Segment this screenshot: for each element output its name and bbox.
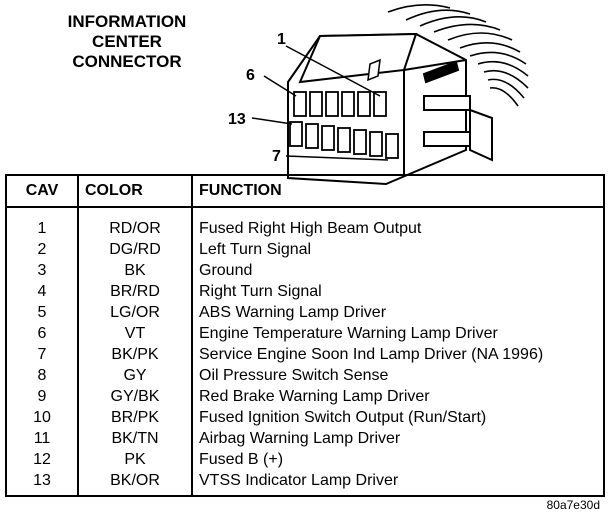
cell-color: BK/OR xyxy=(77,470,193,496)
cell-color: BR/PK xyxy=(77,407,193,428)
cell-function: Fused B (+) xyxy=(191,449,605,470)
table-header-row: CAV COLOR FUNCTION xyxy=(5,174,605,208)
cell-color: BK xyxy=(77,260,193,281)
cell-color: GY/BK xyxy=(77,386,193,407)
cell-function: Right Turn Signal xyxy=(191,281,605,302)
bottom-row-cavities xyxy=(289,121,399,159)
header-cav: CAV xyxy=(5,174,79,208)
cell-cav: 12 xyxy=(5,449,79,470)
cell-color: RD/OR xyxy=(77,207,193,239)
cell-cav: 8 xyxy=(5,365,79,386)
cell-function: Oil Pressure Switch Sense xyxy=(191,365,605,386)
cell-function: Service Engine Soon Ind Lamp Driver (NA … xyxy=(191,344,605,365)
cell-cav: 3 xyxy=(5,260,79,281)
cell-function: Left Turn Signal xyxy=(191,239,605,260)
title-line-3: CONNECTOR xyxy=(72,52,182,71)
pin-7-label: 7 xyxy=(272,148,281,165)
cell-cav: 2 xyxy=(5,239,79,260)
title-line-1: INFORMATION xyxy=(67,12,187,31)
cell-function: Engine Temperature Warning Lamp Driver xyxy=(191,323,605,344)
wire-bundle xyxy=(387,4,529,107)
top-row-cavities xyxy=(293,91,387,117)
cell-cav: 9 xyxy=(5,386,79,407)
cell-cav: 4 xyxy=(5,281,79,302)
header-color: COLOR xyxy=(77,174,193,208)
cell-cav: 5 xyxy=(5,302,79,323)
cell-color: LG/OR xyxy=(77,302,193,323)
cell-color: BK/TN xyxy=(77,428,193,449)
cell-cav: 13 xyxy=(5,470,79,496)
cell-cav: 11 xyxy=(5,428,79,449)
cell-function: Fused Ignition Switch Output (Run/Start) xyxy=(191,407,605,428)
cell-cav: 1 xyxy=(5,207,79,239)
cell-function: Red Brake Warning Lamp Driver xyxy=(191,386,605,407)
cell-color: VT xyxy=(77,323,193,344)
cell-color: BK/PK xyxy=(77,344,193,365)
pin-1-label: 1 xyxy=(277,31,286,48)
pin-13-label: 13 xyxy=(228,111,246,128)
header-function: FUNCTION xyxy=(191,174,605,208)
cell-cav: 10 xyxy=(5,407,79,428)
cell-color: BR/RD xyxy=(77,281,193,302)
pin-6-label: 6 xyxy=(246,67,255,84)
cell-color: PK xyxy=(77,449,193,470)
cell-function: Fused Right High Beam Output xyxy=(191,207,605,239)
cell-function: Airbag Warning Lamp Driver xyxy=(191,428,605,449)
title-line-2: CENTER xyxy=(92,32,162,51)
cell-cav: 7 xyxy=(5,344,79,365)
connector-illustration: 1 6 13 7 xyxy=(228,4,529,186)
connector-title: INFORMATION CENTER CONNECTOR xyxy=(52,12,202,72)
cell-cav: 6 xyxy=(5,323,79,344)
cell-color: DG/RD xyxy=(77,239,193,260)
cell-function: ABS Warning Lamp Driver xyxy=(191,302,605,323)
cell-color: GY xyxy=(77,365,193,386)
cell-function: VTSS Indicator Lamp Driver xyxy=(191,470,605,496)
leader-lines xyxy=(251,45,389,161)
cell-function: Ground xyxy=(191,260,605,281)
figure-code: 80a7e30d xyxy=(546,498,600,512)
